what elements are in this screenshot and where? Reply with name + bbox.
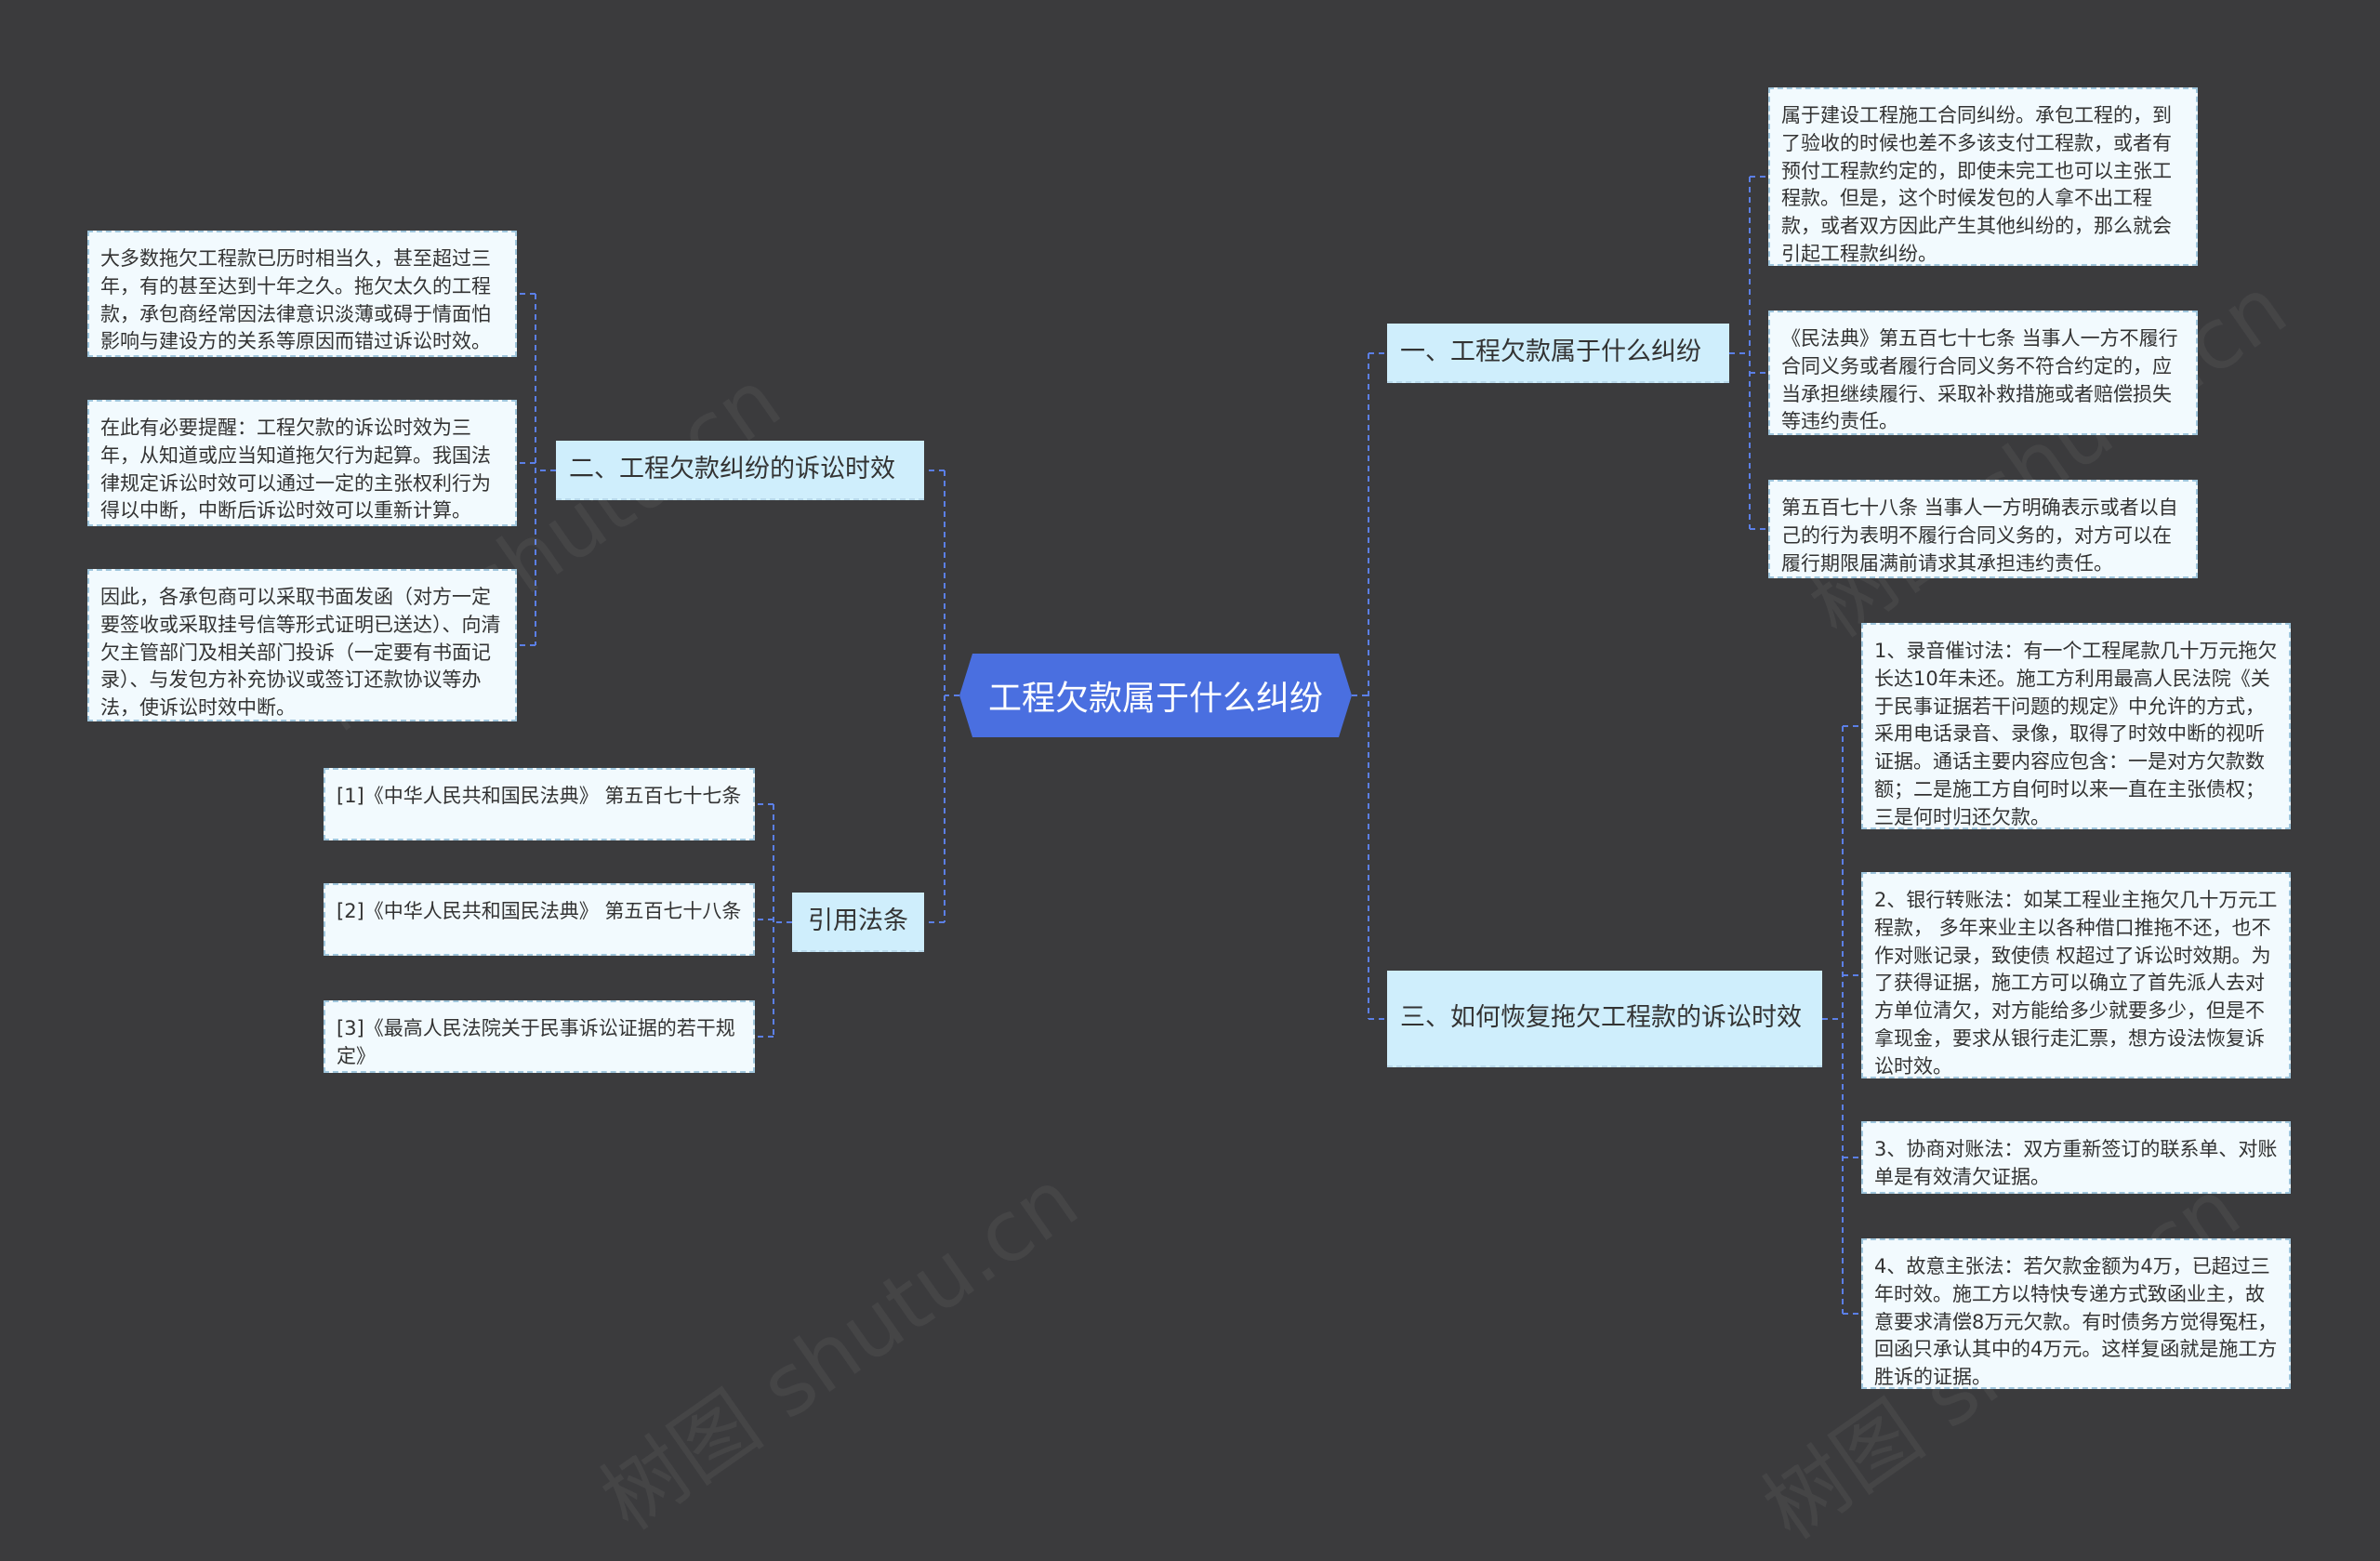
leaf-restore-3[interactable]: 3、协商对账法：双方重新签订的联系单、对账单是有效清欠证据。 [1861, 1121, 2291, 1194]
leaf-limitation-1[interactable]: 大多数拖欠工程款已历时相当久，甚至超过三年，有的甚至达到十年之久。拖欠太久的工程… [87, 231, 517, 357]
leaf-dispute-type-1[interactable]: 属于建设工程施工合同纠纷。承包工程的，到了验收的时候也差不多该支付工程款，或者有… [1768, 87, 2198, 266]
leaf-restore-4[interactable]: 4、故意主张法：若欠款金额为4万，已超过三年时效。施工方以特快专递方式致函业主，… [1861, 1238, 2291, 1389]
leaf-cited-law-3[interactable]: [3]《最高人民法院关于民事诉讼证据的若干规定》 [324, 1000, 755, 1073]
leaf-restore-1[interactable]: 1、录音催讨法：有一个工程尾款几十万元拖欠长达10年未还。施工方利用最高人民法院… [1861, 623, 2291, 829]
connector-lines [517, 176, 1861, 1315]
branch-dispute-type[interactable]: 一、工程欠款属于什么纠纷 [1387, 324, 1729, 383]
mindmap-canvas: 树图 shutu.cn 树图 shutu.cn 树图 shutu.cn 树图 s… [87, 87, 2291, 1389]
leaf-dispute-type-3[interactable]: 第五百七十八条 当事人一方明确表示或者以自己的行为表明不履行合同义务的，对方可以… [1768, 480, 2198, 578]
leaf-limitation-3[interactable]: 因此，各承包商可以采取书面发函（对方一定要签收或采取挂号信等形式证明已送达）、向… [87, 569, 517, 721]
branch-limitation-period[interactable]: 二、工程欠款纠纷的诉讼时效 [556, 441, 924, 500]
leaf-dispute-type-2[interactable]: 《民法典》第五百七十七条 当事人一方不履行合同义务或者履行合同义务不符合约定的，… [1768, 311, 2198, 435]
branch-cited-laws[interactable]: 引用法条 [792, 893, 924, 952]
branch-restore-limitation[interactable]: 三、如何恢复拖欠工程款的诉讼时效 [1387, 971, 1822, 1067]
leaf-restore-2[interactable]: 2、银行转账法：如某工程业主拖欠几十万元工程款， 多年来业主以各种借口推拖不还，… [1861, 872, 2291, 1078]
root-topic[interactable]: 工程欠款属于什么纠纷 [959, 654, 1352, 737]
leaf-limitation-2[interactable]: 在此有必要提醒：工程欠款的诉讼时效为三年，从知道或应当知道拖欠行为起算。我国法律… [87, 400, 517, 526]
leaf-cited-law-1[interactable]: [1]《中华人民共和国民法典》 第五百七十七条 [324, 768, 755, 840]
leaf-cited-law-2[interactable]: [2]《中华人民共和国民法典》 第五百七十八条 [324, 883, 755, 956]
